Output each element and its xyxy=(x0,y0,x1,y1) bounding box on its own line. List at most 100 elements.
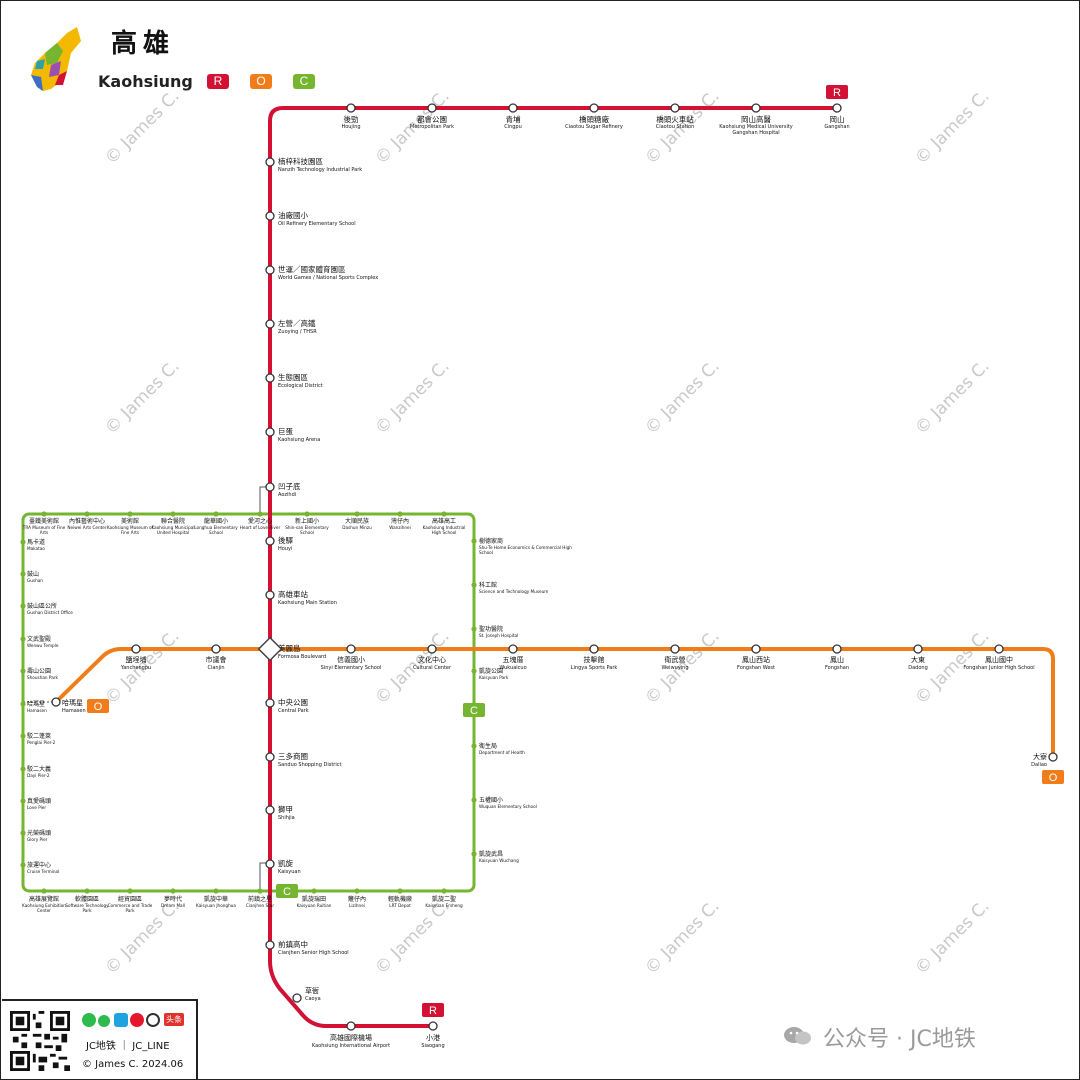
station-name-cn: 鳳山國中 xyxy=(985,655,1013,664)
station-dot[interactable] xyxy=(670,644,680,654)
station-dot[interactable] xyxy=(265,373,275,383)
station-dot[interactable] xyxy=(670,103,680,113)
wechat-channel-icon[interactable] xyxy=(98,1015,110,1027)
station-dot[interactable] xyxy=(265,940,275,950)
station-dot[interactable] xyxy=(508,644,518,654)
station-dot[interactable] xyxy=(20,766,26,772)
station-dot[interactable] xyxy=(428,1021,438,1031)
station-dot[interactable] xyxy=(265,319,275,329)
station-dot[interactable] xyxy=(20,830,26,836)
station-dot[interactable] xyxy=(471,582,477,588)
station-dot[interactable] xyxy=(397,511,403,517)
station-dot[interactable] xyxy=(292,993,302,1003)
station-dot[interactable] xyxy=(589,644,599,654)
station-dot[interactable] xyxy=(265,698,275,708)
interchange-marker[interactable] xyxy=(257,636,283,662)
station-dot[interactable] xyxy=(265,859,275,869)
station-dot[interactable] xyxy=(589,103,599,113)
station-dot[interactable] xyxy=(441,511,447,517)
station-name-en: Kaisyuan Ersheng xyxy=(425,903,463,908)
station-dot[interactable] xyxy=(265,265,275,275)
bilibili-icon[interactable] xyxy=(114,1013,128,1027)
station-dot[interactable] xyxy=(471,851,477,857)
station-dot[interactable] xyxy=(213,888,219,894)
weibo-icon[interactable] xyxy=(130,1013,144,1027)
station-dot[interactable] xyxy=(471,668,477,674)
station-dot[interactable] xyxy=(346,1021,356,1031)
station-dot[interactable] xyxy=(170,888,176,894)
station-dot[interactable] xyxy=(127,888,133,894)
station-dot[interactable] xyxy=(354,511,360,517)
station-dot[interactable] xyxy=(508,103,518,113)
station-name-cn: 高雄車站 xyxy=(278,589,308,599)
station-dot[interactable] xyxy=(304,511,310,517)
station-dot[interactable] xyxy=(265,211,275,221)
station-dot[interactable] xyxy=(1048,752,1058,762)
station-dot[interactable] xyxy=(51,697,61,707)
station-name-cn: 駁二蓬萊 xyxy=(27,732,51,740)
station-dot[interactable] xyxy=(265,805,275,815)
station-dot[interactable] xyxy=(397,888,403,894)
station-dot[interactable] xyxy=(20,539,26,545)
station-dot[interactable] xyxy=(832,644,842,654)
station-dot[interactable] xyxy=(471,743,477,749)
station-dot[interactable] xyxy=(41,511,47,517)
station-dot[interactable] xyxy=(131,644,141,654)
station-dot[interactable] xyxy=(427,103,437,113)
station-dot[interactable] xyxy=(213,511,219,517)
station-dot[interactable] xyxy=(20,636,26,642)
station-dot[interactable] xyxy=(20,571,26,577)
station-dot[interactable] xyxy=(265,482,275,492)
station-dot[interactable] xyxy=(20,603,26,609)
station-name-en: Aozihdi xyxy=(278,492,296,498)
station-name-en: Neiwei Arts Center xyxy=(67,525,106,530)
toutiao-icon[interactable]: 头条 xyxy=(164,1013,184,1026)
qr-code-icon[interactable] xyxy=(10,1011,70,1071)
watermark-text: © James C. xyxy=(101,356,183,438)
station-name-en: Houjing xyxy=(341,124,360,130)
station-dot[interactable] xyxy=(84,888,90,894)
station-dot[interactable] xyxy=(257,888,263,894)
station-dot[interactable] xyxy=(265,536,275,546)
station-dot[interactable] xyxy=(265,427,275,437)
station-dot[interactable] xyxy=(20,701,26,707)
station-dot[interactable] xyxy=(127,511,133,517)
station-dot[interactable] xyxy=(20,733,26,739)
wechat-icon[interactable] xyxy=(82,1013,96,1027)
station-name-en: Cingpu xyxy=(504,124,522,130)
station-name-cn: 世運／國家體育園區 xyxy=(278,264,346,274)
station-dot[interactable] xyxy=(751,103,761,113)
station-dot[interactable] xyxy=(311,888,317,894)
station-dot[interactable] xyxy=(832,103,842,113)
station-dot[interactable] xyxy=(20,862,26,868)
station-dot[interactable] xyxy=(346,103,356,113)
station-dot[interactable] xyxy=(471,797,477,803)
station-name-en: Wuquan Elementary School xyxy=(479,804,537,809)
station-dot[interactable] xyxy=(427,644,437,654)
station-dot[interactable] xyxy=(994,644,1004,654)
station-dot[interactable] xyxy=(257,511,263,517)
station-dot[interactable] xyxy=(751,644,761,654)
station-dot[interactable] xyxy=(265,590,275,600)
zhihu-icon[interactable] xyxy=(146,1013,160,1027)
station-dot[interactable] xyxy=(471,626,477,632)
station-dot[interactable] xyxy=(471,538,477,544)
station-name-en: World Games / National Sports Complex xyxy=(278,275,378,281)
station-dot[interactable] xyxy=(41,888,47,894)
station-dot[interactable] xyxy=(346,644,356,654)
station-dot[interactable] xyxy=(265,157,275,167)
station-dot[interactable] xyxy=(265,752,275,762)
station-dot[interactable] xyxy=(441,888,447,894)
station-dot[interactable] xyxy=(913,644,923,654)
station-dot[interactable] xyxy=(354,888,360,894)
station-name-cn: 橋頭火車站 xyxy=(656,114,694,124)
station-dot[interactable] xyxy=(84,511,90,517)
station-dot[interactable] xyxy=(211,644,221,654)
station-dot[interactable] xyxy=(20,798,26,804)
station-dot[interactable] xyxy=(20,668,26,674)
watermark-layer: © James C.© James C.© James C.© James C.… xyxy=(101,86,993,978)
station-dot[interactable] xyxy=(170,511,176,517)
station-name-cn: 巨蛋 xyxy=(278,427,293,436)
station-name-en: Dream Mall xyxy=(161,903,185,908)
